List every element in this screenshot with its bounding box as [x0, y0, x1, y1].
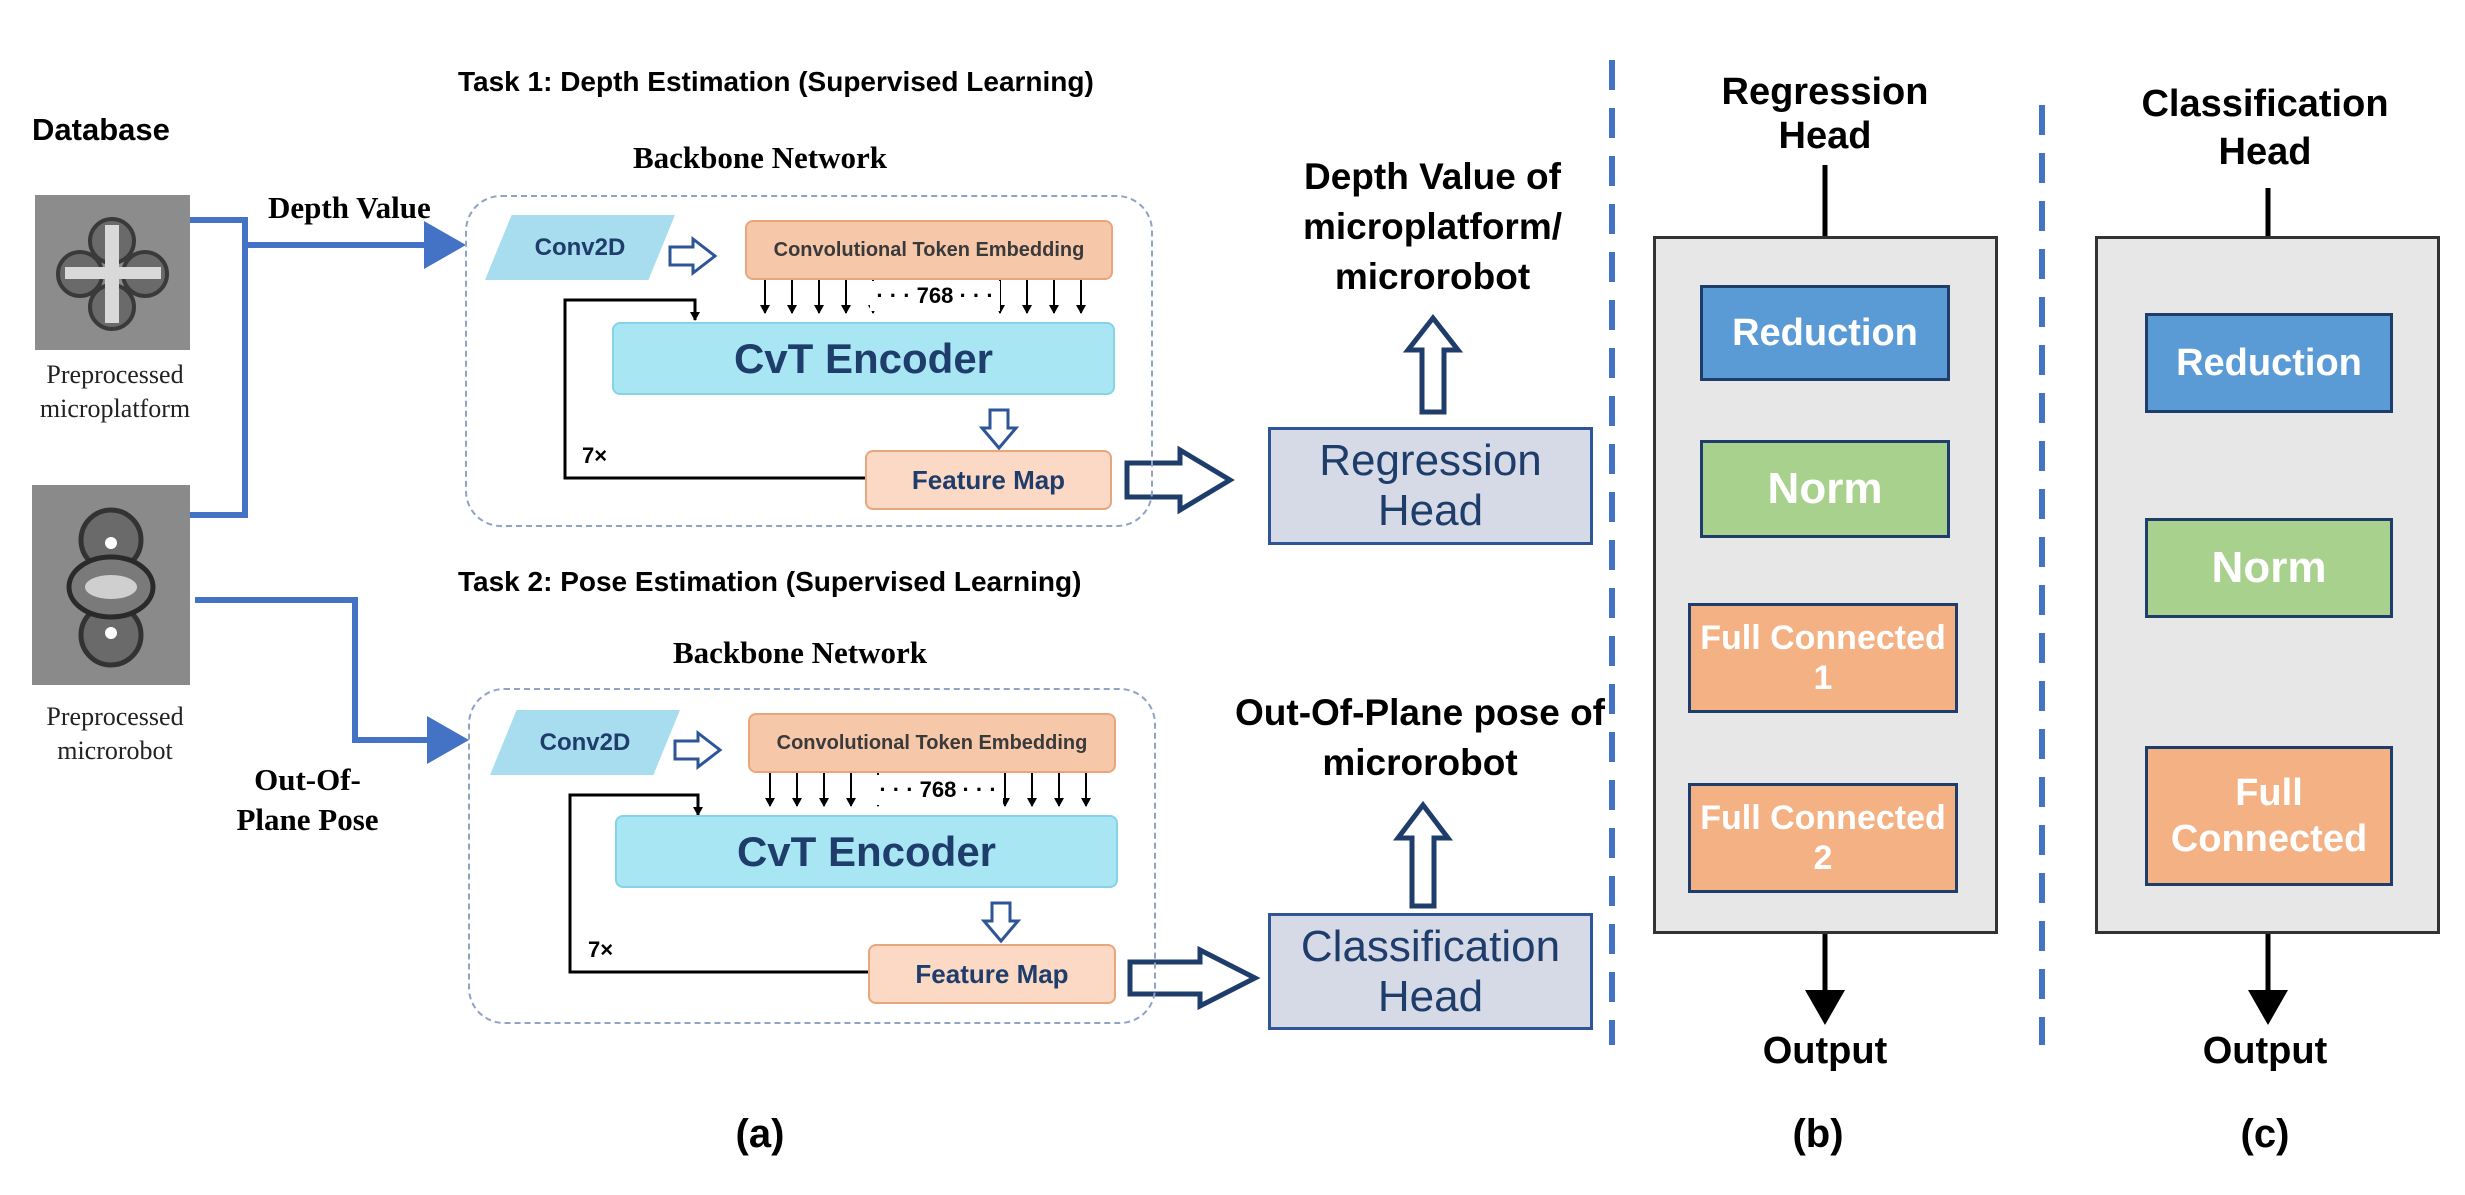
- task2-feature-map: Feature Map: [868, 944, 1116, 1004]
- task1-title: Task 1: Depth Estimation (Supervised Lea…: [458, 66, 1094, 97]
- regression-head-box: Regression Head: [1268, 427, 1593, 545]
- microplatform-caption: Preprocessed microplatform: [39, 360, 191, 423]
- task1-feature-map: Feature Map: [865, 450, 1112, 510]
- panel-c-reduction: Reduction: [2145, 313, 2393, 413]
- task2-loop-line: [568, 793, 868, 974]
- task1-repeat-label: 7×: [582, 443, 608, 468]
- task2-cvt-encoder: CvT Encoder: [615, 815, 1118, 888]
- database-connectors: [190, 217, 469, 764]
- task2-repeat-label: 7×: [588, 937, 614, 962]
- caption-b: (b): [1792, 1112, 1844, 1156]
- task1-token-embedding: Convolutional Token Embedding: [745, 220, 1113, 280]
- task1-output-label: Depth Value of microplatform/ microrobot: [1302, 156, 1563, 297]
- task2-token-embedding: Convolutional Token Embedding: [748, 713, 1116, 773]
- caption-a: (a): [735, 1112, 785, 1156]
- task1-encoder-to-map-arrow: [978, 408, 1020, 451]
- caption-c: (c): [2240, 1112, 2290, 1156]
- task1-cvt-encoder: CvT Encoder: [612, 322, 1115, 395]
- task2-dim-label: · · · 768 · · ·: [873, 775, 1003, 805]
- panel-c-norm: Norm: [2145, 518, 2393, 618]
- panel-c-full-connected: Full Connected: [2145, 746, 2393, 886]
- connector-out-of-plane: [195, 597, 469, 764]
- task1-head-to-output-arrow: [1402, 313, 1464, 415]
- task1-conv2d: Conv2D: [485, 215, 675, 280]
- classification-head-title: Classification Head: [2141, 83, 2389, 173]
- panel-c-output: Output: [2202, 1030, 2328, 1072]
- regression-head-title: Regression Head: [1721, 71, 1929, 157]
- task2-head-to-output-arrow: [1392, 800, 1454, 909]
- out-of-plane-label: Out-Of-Plane Pose: [236, 762, 379, 837]
- classification-head-box: Classification Head: [1268, 913, 1593, 1030]
- microrobot-image: [32, 485, 190, 685]
- panel-b-full-connected-1: Full Connected 1: [1688, 603, 1958, 713]
- panel-b-norm: Norm: [1700, 440, 1950, 538]
- task1-loop-line: [563, 298, 865, 480]
- panel-b-output: Output: [1762, 1030, 1888, 1072]
- panel-b-reduction: Reduction: [1700, 285, 1950, 381]
- task1-backbone-label: Backbone Network: [632, 140, 888, 175]
- task1-backbone-box: [465, 195, 1153, 527]
- microplatform-image: [35, 195, 190, 350]
- depth-value-label: Depth Value: [268, 190, 431, 225]
- task2-conv2d: Conv2D: [490, 710, 680, 775]
- task1-dim-label: · · · 768 · · ·: [870, 281, 1000, 311]
- connector-microplatform: [190, 217, 248, 518]
- task2-encoder-to-map-arrow: [980, 901, 1022, 944]
- task2-backbone-box: [468, 688, 1156, 1024]
- panel-b-full-connected-2: Full Connected 2: [1688, 783, 1958, 893]
- task1-conv-to-token-arrow: [668, 235, 718, 277]
- task2-internal-arrows: [568, 729, 1454, 1011]
- microrobot-caption: Preprocessed microrobot: [46, 702, 184, 765]
- microrobot-shape: [32, 485, 190, 685]
- task2-backbone-label: Backbone Network: [672, 635, 928, 670]
- microplatform-shape: [35, 195, 190, 350]
- task2-title: Task 2: Pose Estimation (Supervised Lear…: [458, 566, 1082, 597]
- database-label: Database: [32, 112, 170, 147]
- task2-output-label: Out-Of-Plane pose of microrobot: [1235, 692, 1605, 783]
- task2-conv-to-token-arrow: [673, 729, 723, 771]
